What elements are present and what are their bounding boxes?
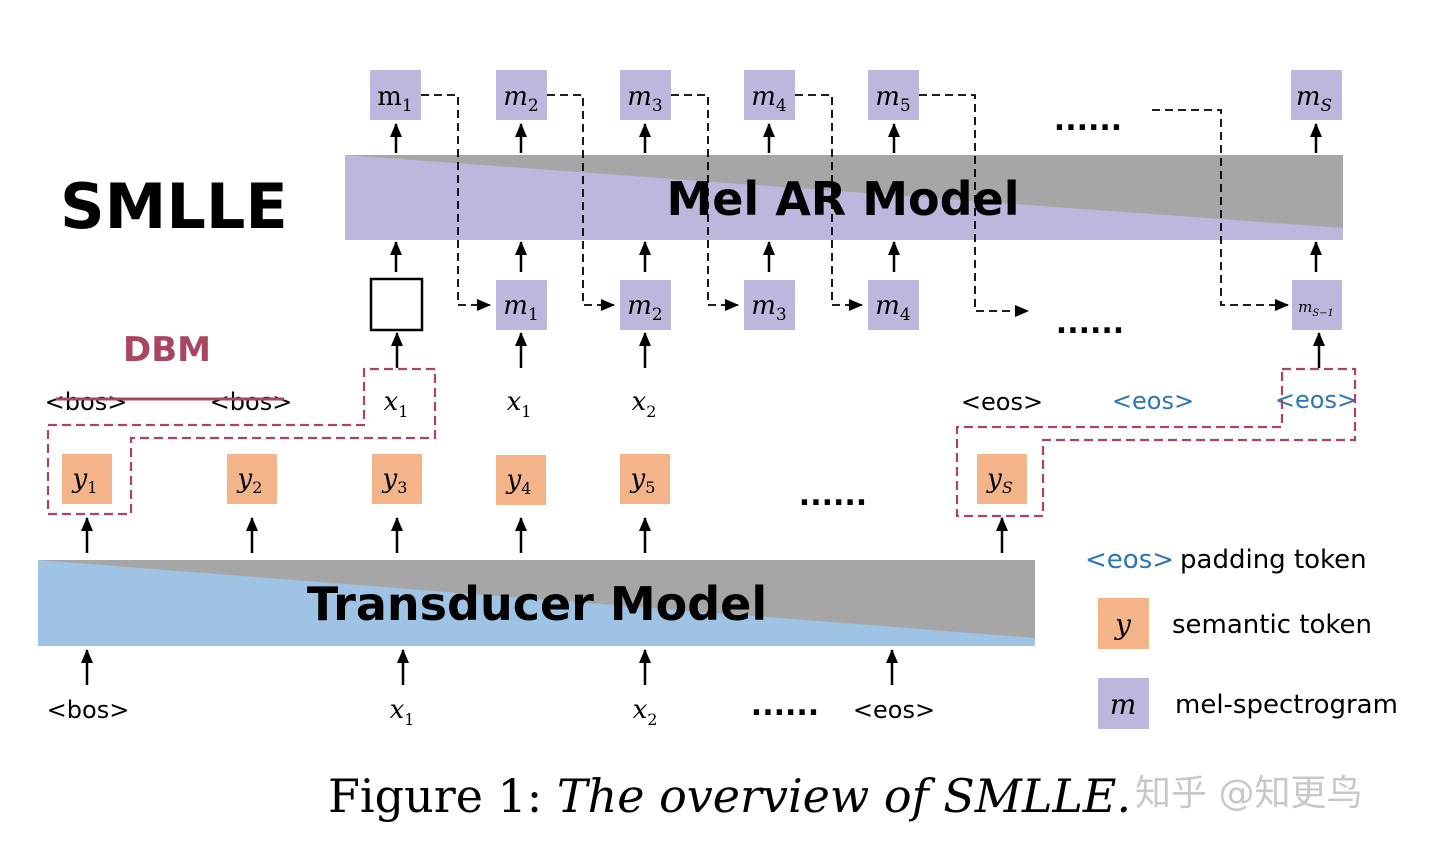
legend-semantic-swatch: [1098, 598, 1149, 649]
semantic-token-box: [62, 454, 112, 504]
mel-input-box: [744, 280, 795, 330]
mel-input-box: [1292, 280, 1342, 330]
dbm-alignment-outlines: [46, 367, 1357, 518]
semantic-token-label: y3: [382, 464, 408, 497]
transducer-input-row: <bos> x1 x2 ...... <eos>: [47, 688, 935, 729]
empty-start-box: [369, 277, 424, 332]
semantic-token-box: [620, 454, 670, 504]
semantic-token-label: y2: [237, 464, 263, 497]
dbm-label: DBM: [123, 330, 211, 370]
text-token: x1: [384, 387, 409, 421]
mel-input-label: mS−1: [1298, 298, 1334, 319]
text-to-mel-arrows: [391, 332, 1325, 368]
mel-input-label: m4: [875, 291, 910, 325]
transducer-output-arrows: [81, 517, 1008, 553]
text-token: x2: [632, 387, 657, 421]
mel-output-box: [744, 70, 795, 120]
mel-ar-model-band: Mel AR Model: [345, 155, 1343, 240]
mel-input-box: [868, 280, 919, 330]
mel-input-label: m3: [751, 291, 786, 325]
mel-ar-model-label: Mel AR Model: [666, 172, 1019, 226]
eos-padding-token: <eos>: [1112, 387, 1194, 415]
legend: <eos>padding token y semantic token m me…: [1085, 545, 1398, 729]
eos-token: <eos>: [853, 696, 935, 724]
legend-mel-symbol: m: [1110, 688, 1137, 721]
semantic-token-box: [372, 454, 422, 504]
legend-mel-label: mel-spectrogram: [1175, 690, 1398, 720]
text-token-row: <bos> <bos> x1 x1 x2 <eos> <eos> <eos>: [45, 386, 1357, 421]
mel-output-label: m5: [875, 82, 910, 116]
transducer-model-label: Transducer Model: [307, 577, 767, 631]
mel-output-label: mS: [1296, 82, 1332, 116]
text-token: x2: [633, 695, 658, 729]
semantic-token-label: y5: [630, 464, 656, 497]
mel-input-label: m1: [503, 291, 538, 325]
title: SMLLE: [60, 170, 288, 243]
bos-token: <bos>: [210, 388, 293, 416]
semantic-token-box: [496, 455, 546, 505]
transducer-input-arrows: [81, 649, 898, 685]
mel-output-label: m1: [377, 82, 412, 116]
transducer-model-band: Transducer Model: [38, 560, 1035, 646]
semantic-token-box: [227, 454, 277, 504]
mel-output-ellipsis: ......: [1054, 103, 1122, 138]
semantic-token-label: yS: [986, 464, 1013, 497]
mel-output-arrows: [390, 123, 1322, 153]
legend-mel-swatch: [1098, 678, 1149, 729]
watermark: 知乎 @知更鸟: [1135, 773, 1362, 814]
mel-output-label: m4: [751, 82, 786, 116]
bos-token: <bos>: [47, 696, 130, 724]
mel-input-row: m1 m2 m3 m4 ...... mS−1: [369, 277, 1342, 341]
semantic-token-row: y1 y2 y3 y4 y5 ...... yS: [62, 454, 1027, 513]
eos-token: <eos>: [961, 388, 1043, 416]
mel-output-box: [370, 70, 421, 120]
mel-input-ellipsis: ......: [1056, 306, 1124, 341]
semantic-token-box: [977, 454, 1027, 504]
mel-output-label: m3: [627, 82, 662, 116]
legend-semantic-label: semantic token: [1172, 610, 1372, 640]
mel-output-box: [496, 70, 547, 120]
mel-input-label: m2: [627, 291, 662, 325]
figure-caption: Figure 1: The overview of SMLLE.: [328, 769, 1131, 823]
legend-eos-entry: <eos>padding token: [1085, 545, 1367, 575]
semantic-token-label: y1: [72, 464, 98, 497]
mel-output-box: [868, 70, 919, 120]
mel-output-label: m2: [503, 82, 538, 116]
bos-token: <bos>: [45, 388, 128, 416]
semantic-token-ellipsis: ......: [799, 478, 867, 513]
eos-padding-token: <eos>: [1275, 386, 1357, 414]
autoregressive-feedback-lines: [421, 94, 1289, 317]
mel-input-arrows: [390, 241, 1322, 272]
mel-output-row: m1 m2 m3 m4 m5 ...... mS: [370, 70, 1342, 138]
mel-input-box: [620, 280, 671, 330]
mel-output-box: [1291, 70, 1342, 120]
legend-semantic-symbol: y: [1113, 608, 1132, 641]
semantic-token-label: y4: [506, 465, 532, 498]
mel-output-box: [620, 70, 671, 120]
text-token: x1: [507, 387, 532, 421]
transducer-input-ellipsis: ......: [751, 688, 819, 723]
text-token: x1: [390, 695, 415, 729]
mel-input-box: [496, 280, 547, 330]
